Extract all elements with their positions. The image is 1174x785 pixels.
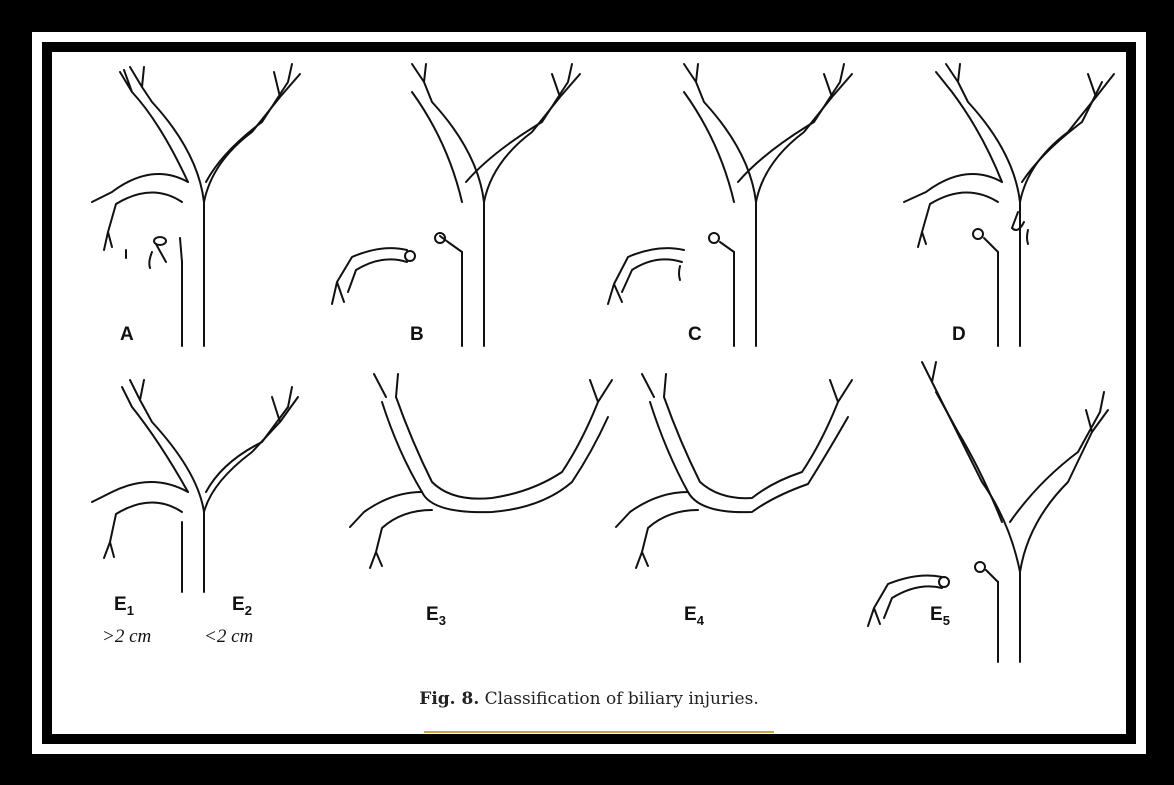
label-e5: E5 xyxy=(930,604,950,628)
figure-panel: A B C D E1 >2 cm E2 <2 cm E3 E4 E5 Fig. … xyxy=(52,52,1126,734)
label-c: C xyxy=(688,324,702,346)
diagram-e1-e2 xyxy=(92,380,298,592)
diagram-d xyxy=(904,64,1114,346)
measure-e2: <2 cm xyxy=(204,626,253,648)
diagram-c xyxy=(608,64,852,346)
label-b: B xyxy=(410,324,424,346)
measure-e1: >2 cm xyxy=(102,626,151,648)
label-e3: E3 xyxy=(426,604,446,628)
label-a: A xyxy=(120,324,134,346)
diagram-b xyxy=(332,64,580,346)
figure-caption: Fig. 8. Classification of biliary injuri… xyxy=(52,689,1126,709)
diagram-a xyxy=(92,64,300,346)
diagram-e3 xyxy=(350,374,612,568)
label-e2: E2 xyxy=(232,594,252,618)
label-d: D xyxy=(952,324,966,346)
label-e1: E1 xyxy=(114,594,134,618)
caption-underline xyxy=(424,731,774,733)
diagram-e4 xyxy=(616,374,852,568)
label-e4: E4 xyxy=(684,604,704,628)
diagram-e5 xyxy=(868,362,1108,662)
